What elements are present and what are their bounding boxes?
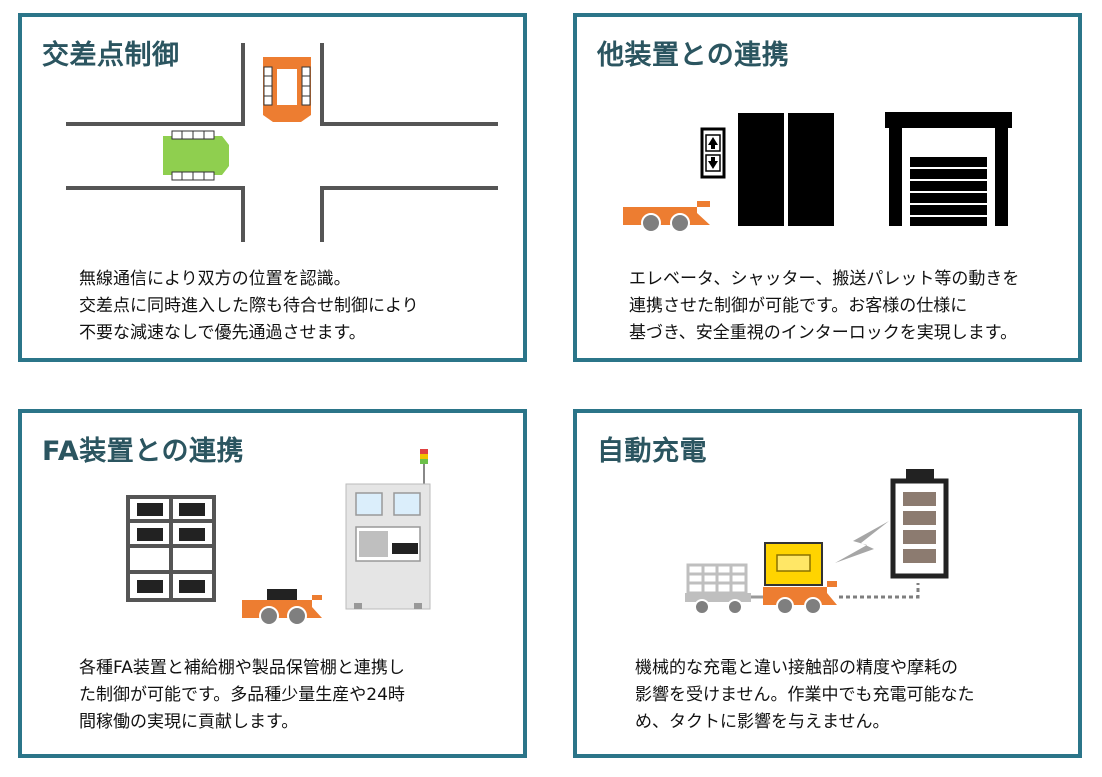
device-integration-illustration: [623, 112, 1012, 233]
panel-description: エレベータ、シャッター、搬送パレット等の動きを 連携させた制御が可能です。お客様…: [629, 266, 1019, 347]
description-line: エレベータ、シャッター、搬送パレット等の動きを: [629, 269, 1020, 289]
fa-integration-illustration: [126, 449, 431, 626]
panel-description: 無線通信により双方の位置を認識。 交差点に同時進入した際も待合せ制御により 不要…: [79, 266, 419, 347]
fa-machine-icon: [345, 483, 431, 610]
panel-device-integration: 他装置との連携 エレベータ、シャッター、搬送パレット等の動きを 連携させた制御が…: [573, 13, 1082, 362]
orange-agv-icon: [263, 57, 311, 122]
panel-intersection-control: 交差点制御 無線通信により双方の位置を認識。 交差点に同時進入した際も待合せ制御…: [18, 13, 527, 362]
description-line: め、タクトに影響を与えません。: [635, 712, 890, 732]
trolley-icon: [685, 563, 763, 615]
description-line: 間稼働の実現に貢献します。: [79, 712, 299, 732]
description-line: 無線通信により双方の位置を認識。: [79, 269, 351, 289]
panel-auto-charging: 自動充電 機械的な充電と違い接触部の精度や摩耗の 影響を受けません。作業中でも充…: [573, 409, 1082, 758]
description-line: 影響を受けません。作業中でも充電可能なた: [635, 685, 975, 705]
auto-charging-illustration: [685, 469, 949, 615]
green-agv-icon: [163, 130, 229, 181]
description-line: 各種FA装置と補給棚や製品保管棚と連携し: [79, 658, 405, 678]
description-line: 連携させた制御が可能です。お客様の仕様に: [629, 296, 968, 316]
storage-shelf-icon: [126, 495, 216, 602]
description-line: 機械的な充電と違い接触部の精度や摩耗の: [635, 658, 958, 678]
description-line: た制御が可能です。多品種少量生産や24時: [79, 685, 405, 705]
panel-title: 他装置との連携: [597, 40, 790, 71]
elevator-button-icon: [700, 127, 726, 179]
battery-icon: [890, 469, 949, 579]
lightning-icon: [835, 521, 889, 563]
elevator-door-icon: [738, 113, 834, 226]
panel-fa-integration: FA装置との連携 各種FA装置と補給棚や製品保管棚と連携し た制御が可能です。多…: [18, 409, 527, 758]
shutter-icon: [885, 112, 1012, 226]
intersection-illustration: [66, 43, 498, 242]
agv-charging-icon: [763, 542, 837, 615]
agv-cart-icon: [242, 589, 322, 626]
description-line: 交差点に同時進入した際も待合せ制御により: [79, 296, 419, 316]
signal-tower-icon: [420, 449, 428, 484]
agv-cart-icon: [623, 201, 710, 233]
description-line: 基づき、安全重視のインターロックを実現します。: [629, 323, 1018, 343]
panel-title: 自動充電: [597, 436, 707, 467]
description-line: 不要な減速なしで優先通過させます。: [79, 323, 366, 343]
charging-cable-icon: [839, 583, 920, 599]
panel-description: 機械的な充電と違い接触部の精度や摩耗の 影響を受けません。作業中でも充電可能なた…: [635, 655, 975, 736]
intersection-road-icon: [66, 43, 498, 242]
panel-title: FA装置との連携: [42, 436, 244, 467]
panel-title: 交差点制御: [42, 40, 180, 71]
panel-description: 各種FA装置と補給棚や製品保管棚と連携し た制御が可能です。多品種少量生産や24…: [79, 655, 405, 736]
